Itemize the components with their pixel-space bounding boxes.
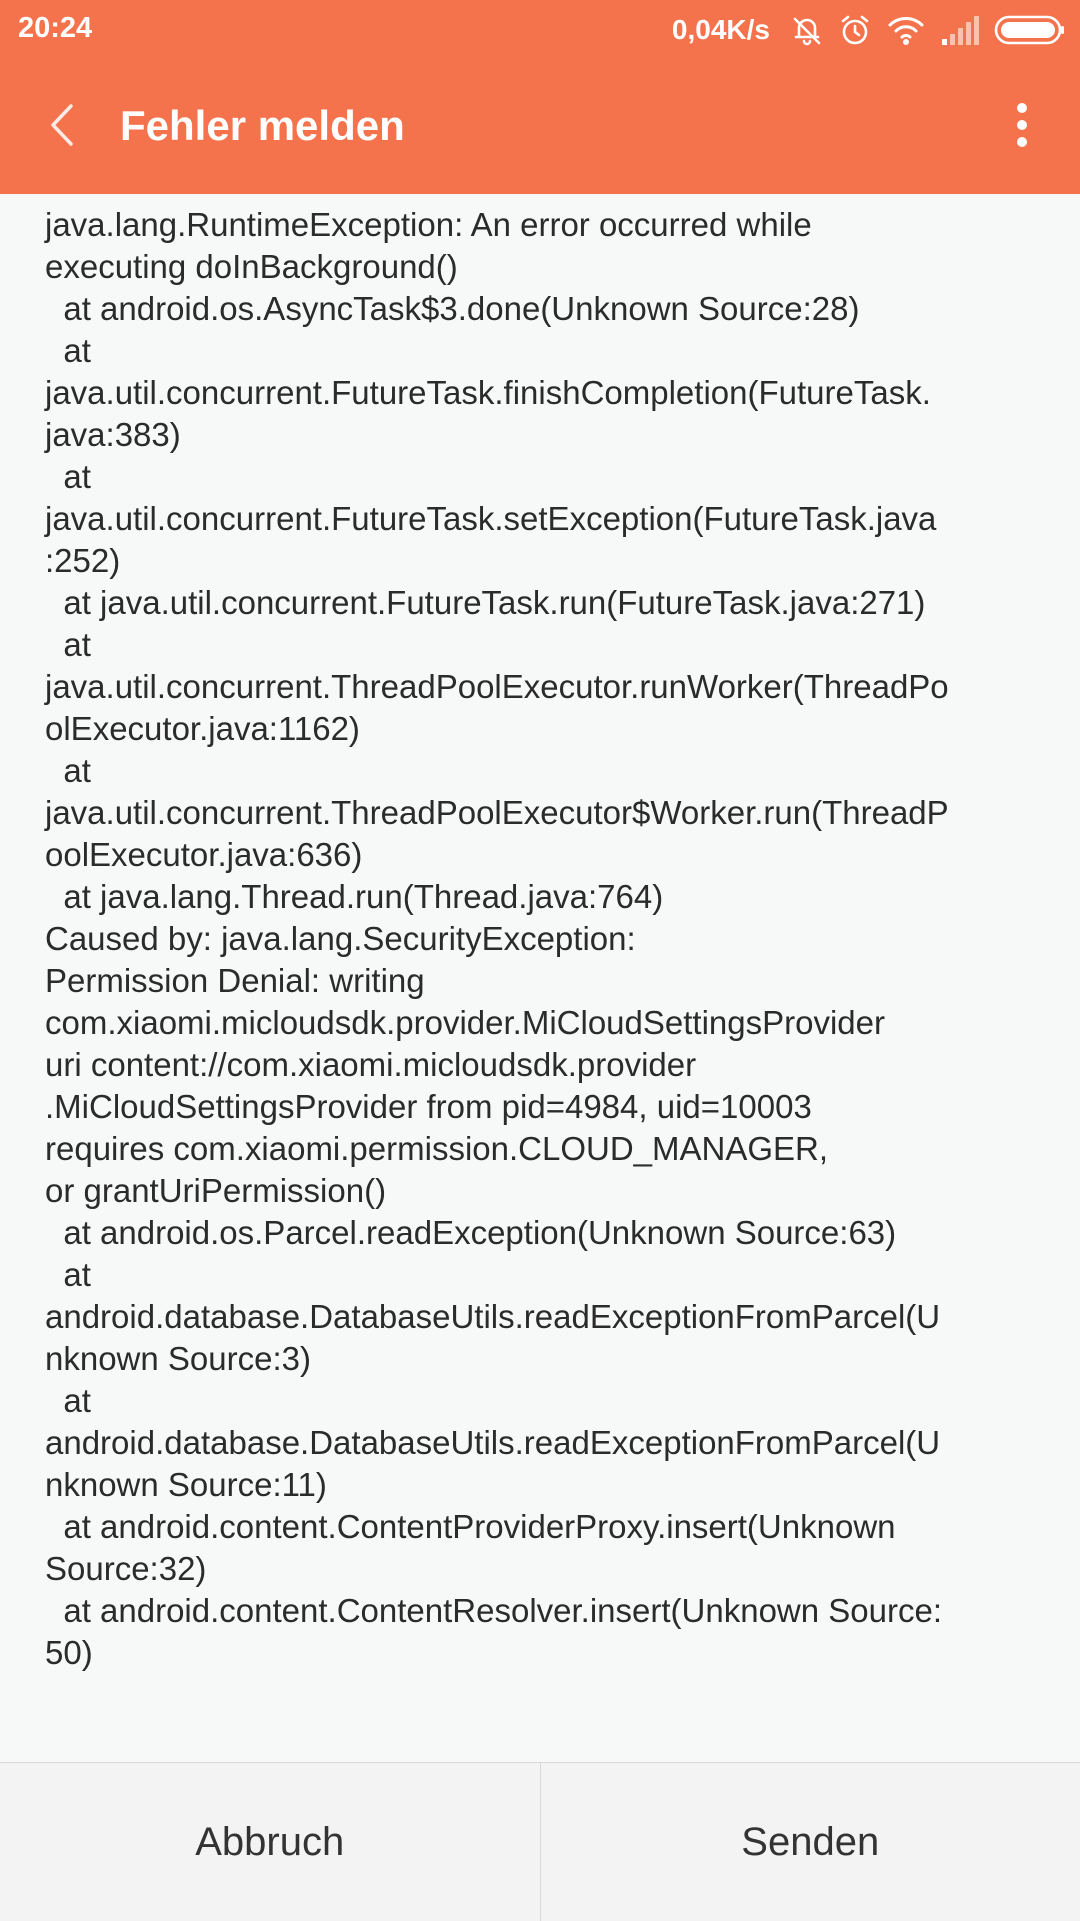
network-speed: 0,04K/s <box>672 14 770 46</box>
page-title: Fehler melden <box>120 102 405 150</box>
wifi-icon <box>886 13 926 47</box>
back-button[interactable] <box>28 90 98 160</box>
header: 20:24 0,04K/s <box>0 0 1080 194</box>
signal-icon <box>940 13 980 47</box>
footer-actions: Abbruch Senden <box>0 1762 1080 1921</box>
status-bar: 20:24 0,04K/s <box>0 0 1080 60</box>
chevron-left-icon <box>43 100 83 150</box>
app-bar: Fehler melden <box>0 60 1080 194</box>
overflow-menu-icon <box>1015 102 1029 148</box>
muted-bell-icon <box>790 13 824 47</box>
overflow-menu-button[interactable] <box>992 90 1052 160</box>
alarm-icon <box>838 13 872 47</box>
error-report-content[interactable]: java.lang.RuntimeException: An error occ… <box>0 194 1080 1762</box>
status-time: 20:24 <box>18 12 92 45</box>
battery-icon <box>994 13 1066 47</box>
status-icons: 0,04K/s <box>672 10 1066 50</box>
cancel-button[interactable]: Abbruch <box>0 1763 540 1921</box>
stack-trace-text: java.lang.RuntimeException: An error occ… <box>45 204 1045 1674</box>
send-button[interactable]: Senden <box>541 1763 1080 1921</box>
